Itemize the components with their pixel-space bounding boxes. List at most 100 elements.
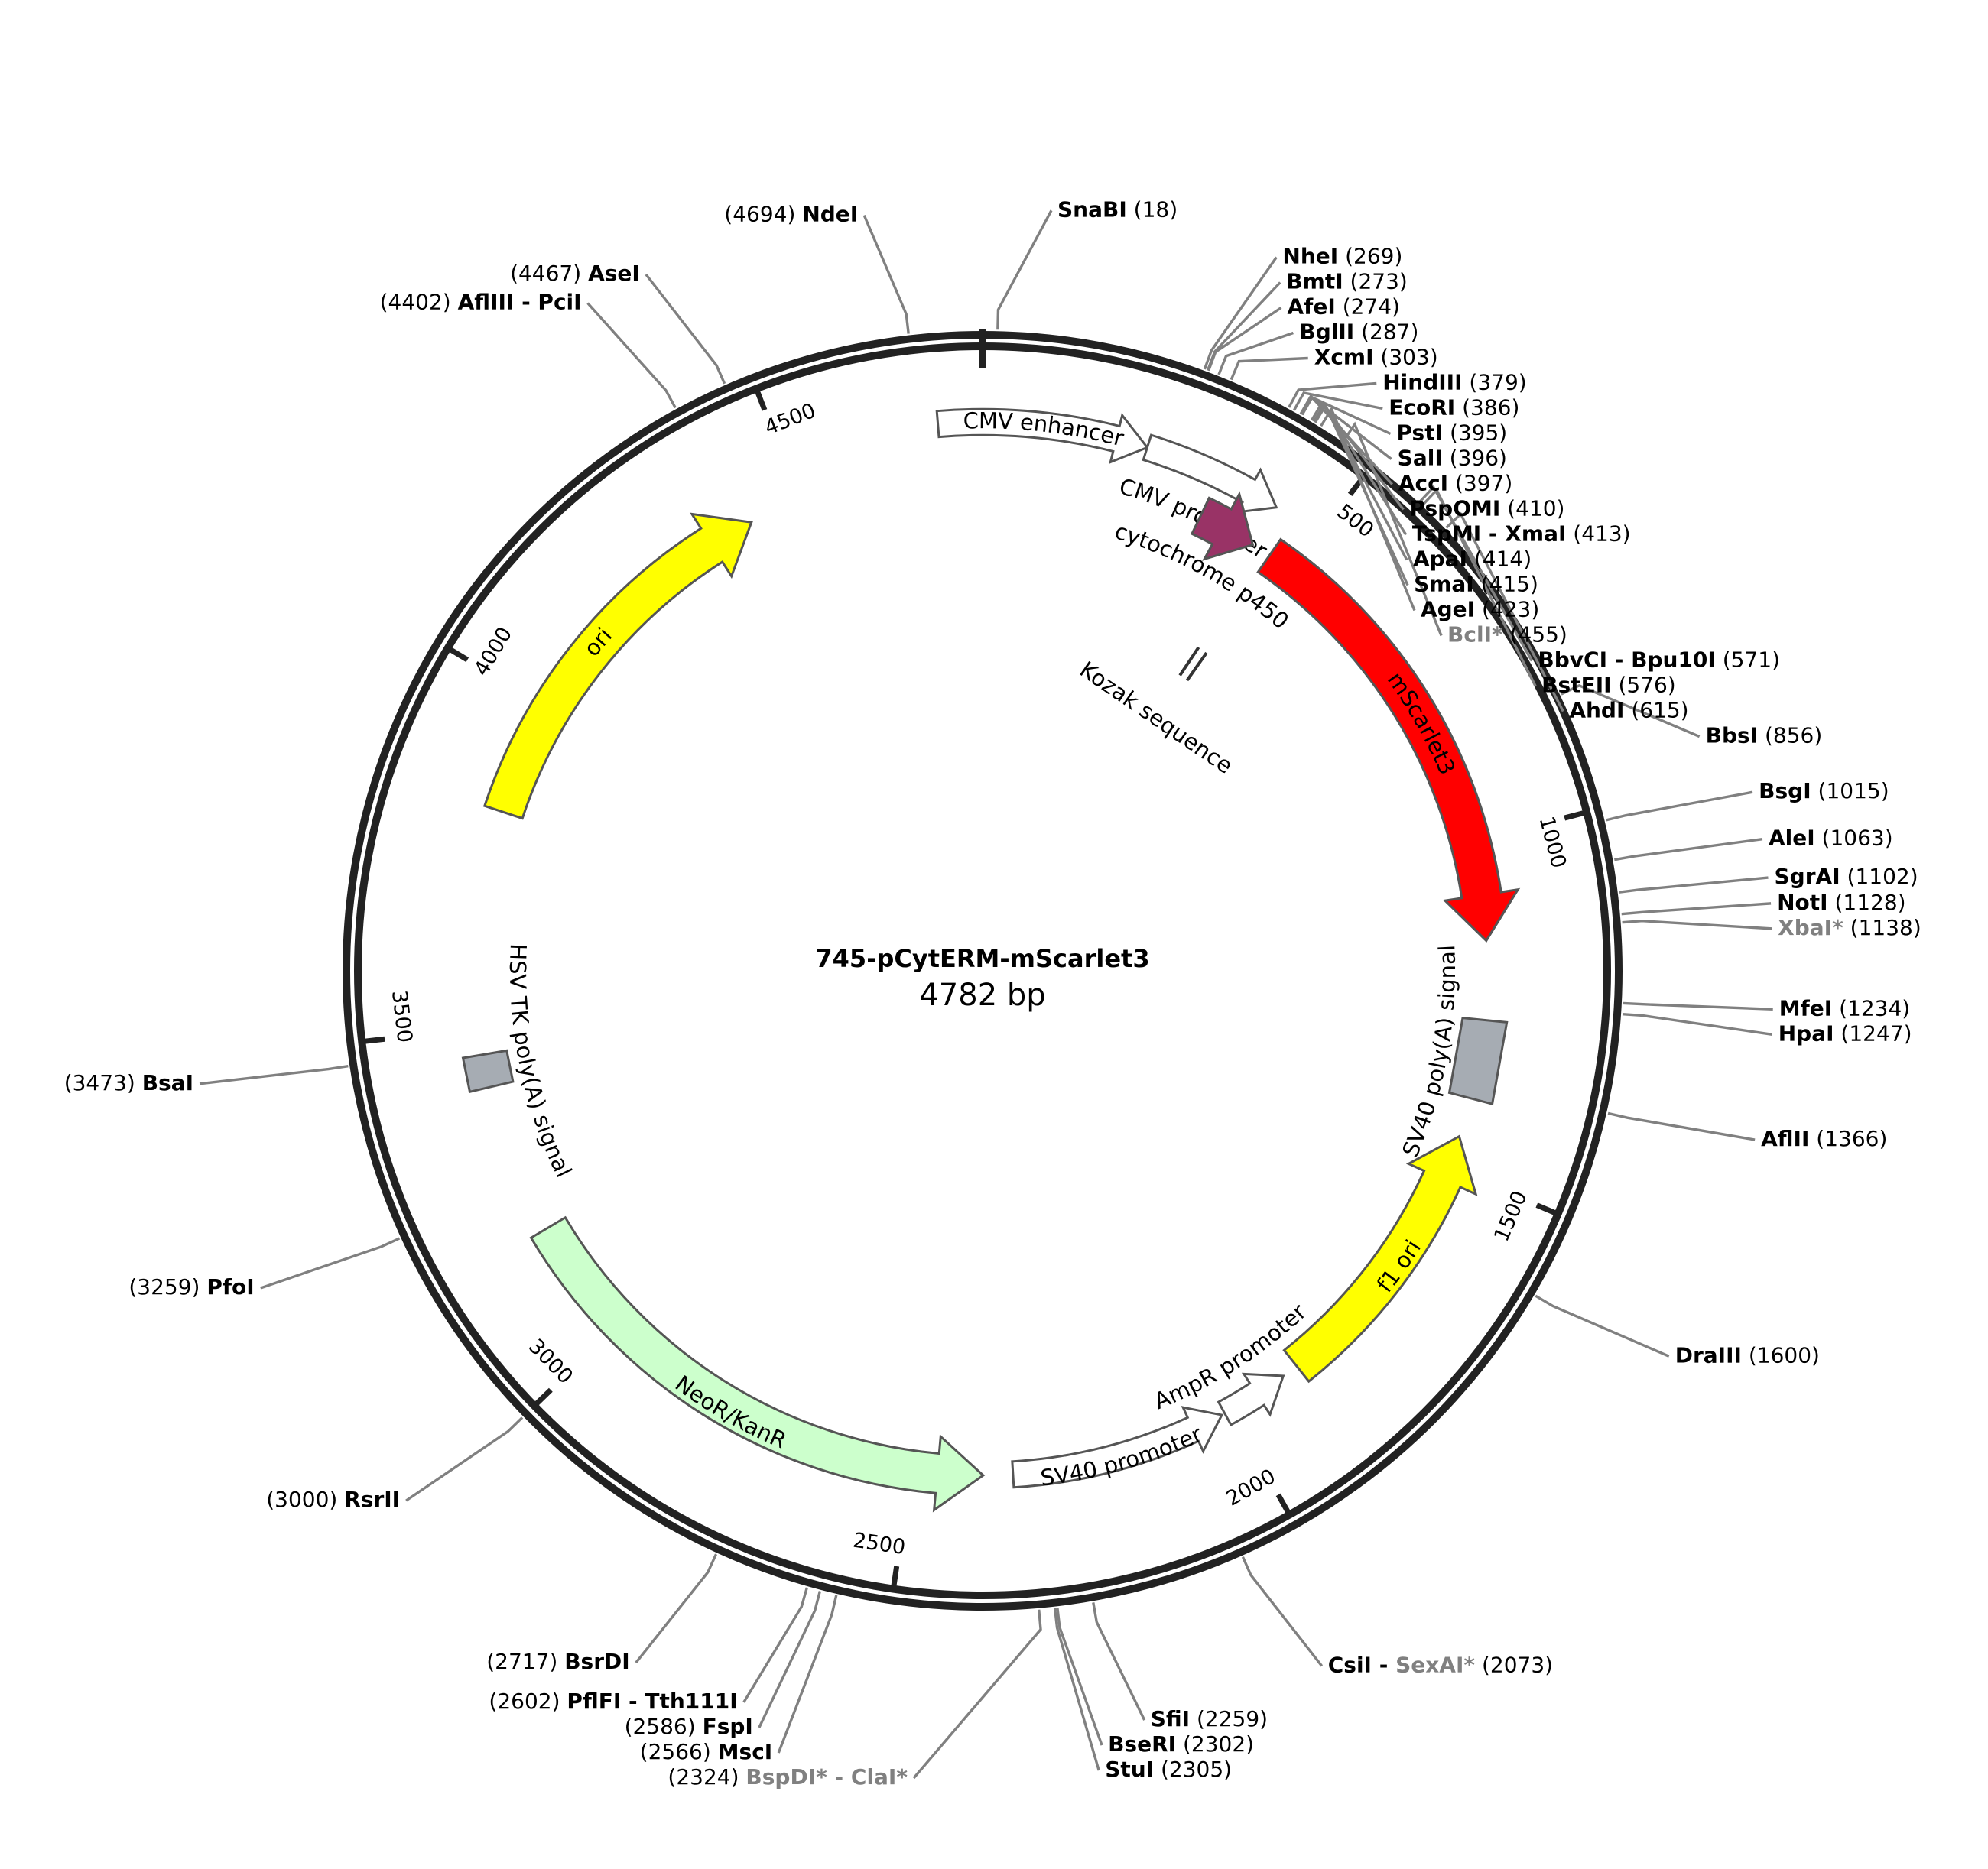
site-leader-line bbox=[862, 214, 910, 334]
site-name: SfiI bbox=[1151, 1706, 1190, 1731]
feature-neor-kanr: NeoR/KanR bbox=[529, 1215, 986, 1513]
site-position: (576) bbox=[1618, 673, 1675, 698]
site-leader-line bbox=[1320, 406, 1416, 612]
site-aflii: AflII (1366) bbox=[1761, 1126, 1887, 1151]
site-position: (410) bbox=[1507, 496, 1564, 521]
site-leader-line bbox=[1092, 1602, 1146, 1721]
site-position: (455) bbox=[1510, 622, 1567, 647]
site-name: StuI bbox=[1105, 1757, 1154, 1782]
site-position: (1247) bbox=[1840, 1020, 1912, 1046]
site-position: (571) bbox=[1723, 647, 1780, 673]
ruler-tick bbox=[364, 1036, 385, 1044]
kozak-mark bbox=[1178, 646, 1200, 677]
site-name: NotI bbox=[1777, 890, 1827, 915]
site-name: NdeI bbox=[802, 202, 858, 227]
site-position: (395) bbox=[1450, 420, 1507, 446]
site-leader-line bbox=[645, 273, 726, 385]
ruler-tick bbox=[755, 390, 768, 411]
ruler-tick bbox=[1535, 1202, 1557, 1215]
site-name: MfeI bbox=[1779, 995, 1832, 1020]
site-name: BbvCI - Bpu10I bbox=[1538, 647, 1715, 673]
feature-sv40-polya-label: SV40 poly(A) signal bbox=[1397, 944, 1460, 1160]
site-position: (2073) bbox=[1482, 1652, 1553, 1677]
ruler-tick bbox=[891, 1566, 900, 1587]
feature-cmv-promoter: CMV promoter bbox=[1116, 433, 1278, 563]
site-position: (396) bbox=[1450, 446, 1507, 471]
site-position: (303) bbox=[1380, 345, 1437, 370]
site-position: (4467) bbox=[510, 261, 581, 286]
site-name: BspDI* - ClaI* bbox=[746, 1764, 908, 1790]
site-pfoi: (3259) PfoI bbox=[128, 1274, 254, 1300]
site-leader-line bbox=[1606, 790, 1753, 822]
ruler-tick-label: 4000 bbox=[469, 623, 517, 680]
site-bmti: BmtI (273) bbox=[1286, 269, 1408, 294]
site-ahdi: AhdI (615) bbox=[1569, 698, 1688, 723]
site-bspdi-clai: (2324) BspDI* - ClaI* bbox=[668, 1764, 908, 1790]
site-name: XcmI bbox=[1314, 345, 1374, 370]
ruler-tick-label: 2000 bbox=[1222, 1465, 1279, 1511]
site-leader-line bbox=[1217, 331, 1294, 375]
site-leader-line bbox=[1056, 1608, 1103, 1746]
site-leader-line bbox=[1206, 281, 1281, 371]
site-leader-line bbox=[1421, 488, 1537, 687]
feature-neor-kanr-arrow bbox=[529, 1215, 986, 1513]
site-name: BglII bbox=[1299, 320, 1354, 345]
site-name: AflIII - PciI bbox=[458, 289, 582, 314]
site-name: BseRI bbox=[1108, 1731, 1176, 1757]
ruler-tick-label: 1500 bbox=[1489, 1188, 1532, 1245]
site-xbai: XbaI* (1138) bbox=[1778, 915, 1921, 940]
site-name: BmtI bbox=[1286, 269, 1343, 294]
feature-ori: ori bbox=[482, 512, 753, 820]
site-ndei: (4694) NdeI bbox=[724, 202, 858, 227]
site-leader-line bbox=[996, 209, 1053, 330]
site-name: PflFI - Tth111I bbox=[567, 1689, 737, 1714]
site-leader-line bbox=[260, 1237, 401, 1290]
site-position: (3473) bbox=[64, 1070, 135, 1095]
site-sali: SalI (396) bbox=[1398, 446, 1507, 471]
site-position: (18) bbox=[1134, 196, 1178, 222]
site-position: (287) bbox=[1361, 320, 1418, 345]
feature-hsv-tk-polya-label: HSV TK poly(A) signal bbox=[505, 943, 577, 1182]
site-position: (4402) bbox=[380, 289, 451, 314]
ruler-tick-label: 2500 bbox=[852, 1529, 907, 1559]
feature-cmv-promoter-arrow bbox=[1142, 433, 1278, 514]
site-name: TspMI - XmaI bbox=[1412, 521, 1567, 547]
feature-kozak: Kozak sequence bbox=[1075, 646, 1237, 779]
site-leader-line bbox=[1241, 1556, 1324, 1667]
site-position: (2717) bbox=[486, 1649, 557, 1674]
site-noti: NotI (1128) bbox=[1777, 890, 1906, 915]
site-name: AleI bbox=[1769, 826, 1815, 851]
site-leader-line bbox=[1418, 485, 1533, 662]
site-name: SalI bbox=[1398, 446, 1443, 471]
site-afei: AfeI (274) bbox=[1288, 294, 1400, 320]
feature-mscarlet3-arrow bbox=[1256, 537, 1521, 943]
site-position: (1128) bbox=[1834, 890, 1905, 915]
site-name: XbaI* bbox=[1778, 915, 1843, 940]
site-position: (379) bbox=[1469, 370, 1526, 395]
site-name: PfoI bbox=[206, 1274, 254, 1300]
map-center: 745-pCytERM-mScarlet3 4782 bp bbox=[815, 944, 1149, 1013]
site-leader-line bbox=[912, 1609, 1042, 1780]
site-nhei: NheI (269) bbox=[1282, 244, 1402, 269]
site-apai: ApaI (414) bbox=[1413, 547, 1532, 572]
site-leader-line bbox=[1445, 511, 1564, 712]
site-position: (4694) bbox=[724, 202, 795, 227]
site-position: (1366) bbox=[1816, 1126, 1887, 1151]
feature-ampr-promoter-arrow bbox=[1217, 1372, 1285, 1426]
site-name: AccI bbox=[1398, 471, 1448, 496]
site-name: SmaI bbox=[1414, 572, 1474, 597]
site-position: (273) bbox=[1350, 269, 1408, 294]
site-position: (615) bbox=[1631, 698, 1688, 723]
site-name: EcoRI bbox=[1389, 395, 1455, 420]
site-leader-line bbox=[1288, 381, 1377, 408]
site-leader-line bbox=[1203, 256, 1278, 370]
site-leader-line bbox=[1622, 920, 1772, 930]
site-pflfi-tth111i: (2602) PflFI - Tth111I bbox=[489, 1689, 737, 1714]
feature-sv40-polya-box bbox=[1447, 1017, 1509, 1106]
site-name: BbsI bbox=[1706, 723, 1758, 748]
site-name: DraIII bbox=[1675, 1342, 1742, 1368]
site-tspmi-xmai: TspMI - XmaI (413) bbox=[1412, 521, 1631, 547]
site-leader-line bbox=[1230, 356, 1308, 381]
site-xcmi: XcmI (303) bbox=[1314, 345, 1438, 370]
